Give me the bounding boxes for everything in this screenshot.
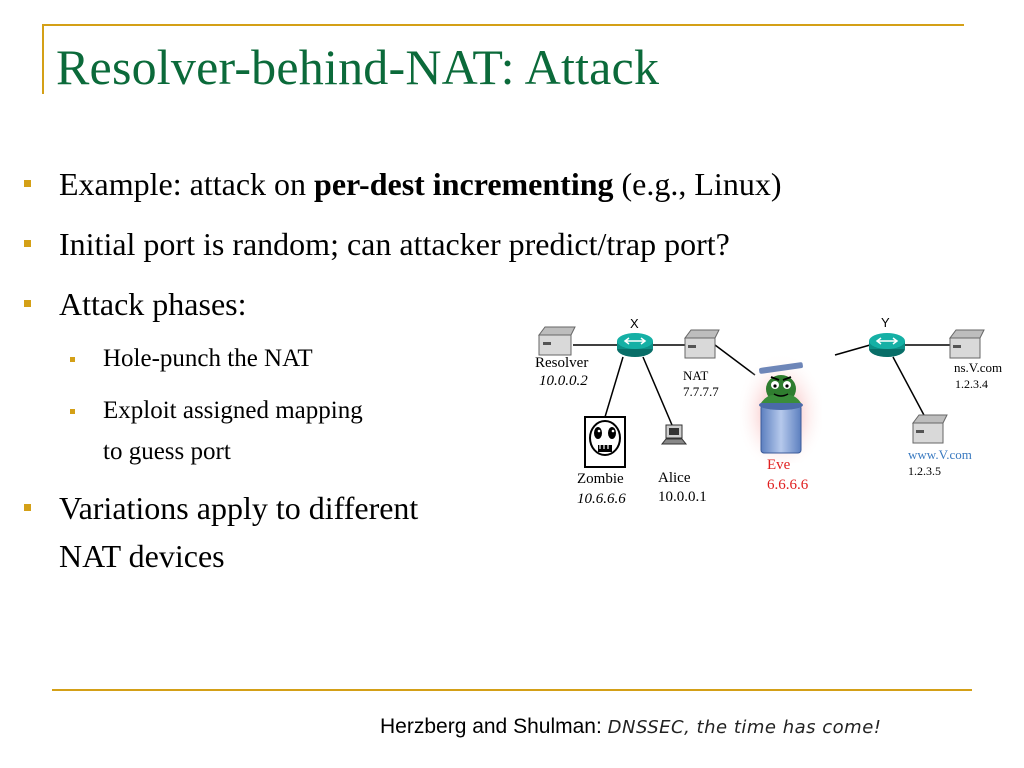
router-y-label: Y [881,315,890,330]
resolver-label: Resolver [535,355,588,371]
alice-ip: 10.0.0.1 [658,489,707,505]
network-links [573,344,950,426]
bullet-initial-port-text: Initial port is random; can attacker pre… [59,226,730,262]
bullet-marker [24,504,31,511]
sub-bullet-exploit-line2: to guess port [103,438,231,465]
alice-laptop-icon [660,424,688,445]
resolver-ip: 10.0.0.2 [539,373,588,389]
bullet-variations-line2: NAT devices [59,538,225,574]
sub-bullet-marker [70,409,75,414]
bullet-marker [24,180,31,187]
zombie-face-icon [584,416,626,468]
frame-top-line [42,24,964,26]
footer-author: Herzberg and Shulman: [380,715,608,738]
network-diagram: Resolver 10.0.0.2 X NAT 7.7.7.7 Eve 6.6.… [535,315,1002,507]
www-v-com-label: www.V.com [908,447,972,462]
sub-bullet-marker [70,357,75,362]
frame-left-line [42,24,44,94]
nat-host-icon [684,329,720,359]
ns-v-com-ip: 1.2.3.4 [955,377,988,391]
nat-label: NAT [683,368,708,383]
sub-bullet-exploit-line1: Exploit assigned mapping [103,397,363,424]
footer: Herzberg and Shulman: DNSSEC, the time h… [380,715,881,739]
bullet-marker [24,240,31,247]
nat-ip: 7.7.7.7 [683,384,719,399]
zombie-label: Zombie [577,471,624,487]
bullet-attack-phases-text: Attack phases: [59,286,247,322]
sub-bullet-hole-punch-text: Hole-punch the NAT [103,345,313,372]
bullet-marker [24,300,31,307]
router-y-icon [869,333,905,357]
router-x-label: X [630,316,639,331]
footer-rule [52,689,972,691]
ns-v-com-host-icon [949,329,985,359]
zombie-ip: 10.6.6.6 [577,491,626,507]
router-x-icon [617,333,653,357]
bullet-variations-line1: Variations apply to different [59,490,419,526]
resolver-host-icon [538,326,576,356]
eve-attacker-icon [740,353,822,463]
bullet-example-bold: per-dest incrementing [314,166,614,202]
bullet-example-pre: Example: attack on [59,166,315,202]
slide-title: Resolver-behind-NAT: Attack [56,39,660,95]
footer-work-title: DNSSEC, the time has come! [607,717,882,738]
bullet-example-post: (e.g., Linux) [613,166,782,202]
www-v-com-ip: 1.2.3.5 [908,464,941,478]
ns-v-com-label: ns.V.com [954,360,1002,375]
www-v-com-host-icon [912,414,948,444]
eve-ip: 6.6.6.6 [767,477,809,493]
alice-label: Alice [658,470,691,486]
eve-label: Eve [767,457,791,473]
